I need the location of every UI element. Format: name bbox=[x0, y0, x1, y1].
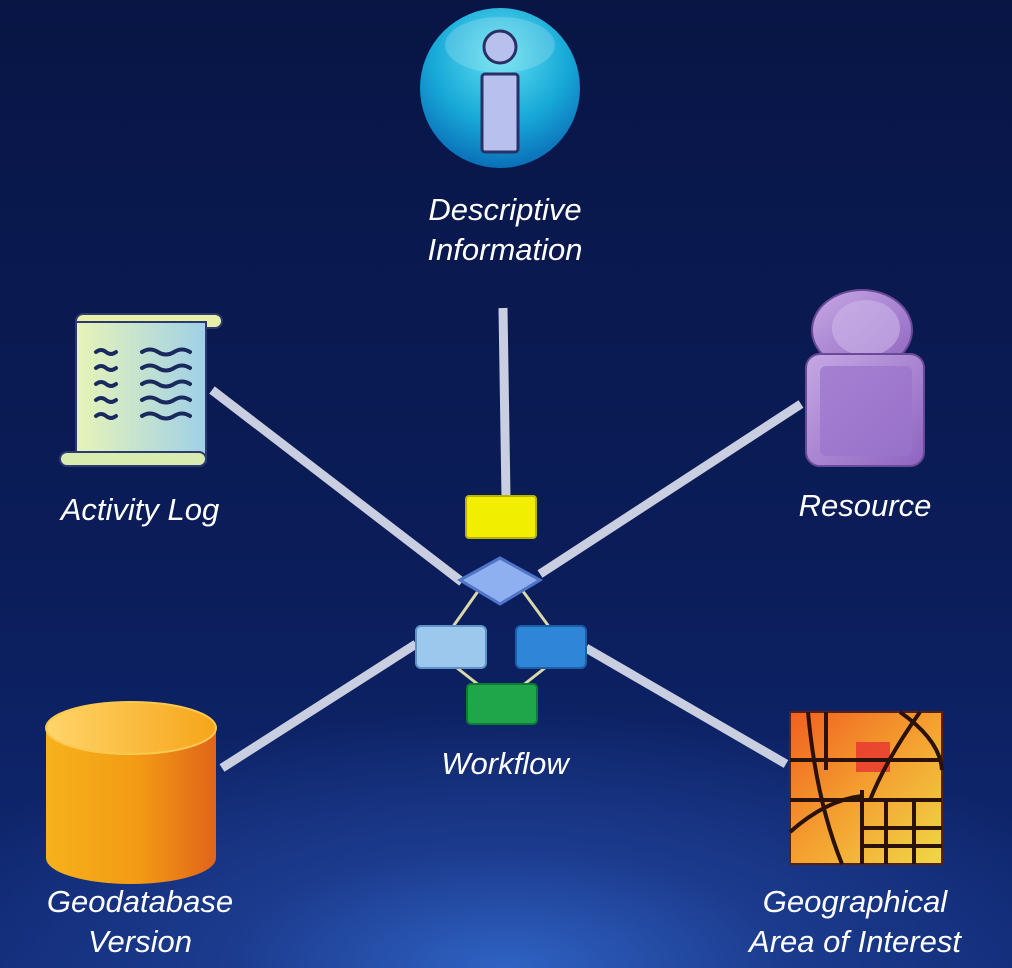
scroll-icon bbox=[59, 313, 223, 467]
label-line: Information bbox=[427, 232, 583, 267]
connector-geographical bbox=[583, 644, 789, 768]
flow-decision-diamond bbox=[456, 556, 544, 606]
flow-end-box bbox=[466, 683, 538, 725]
label-line: Geographical bbox=[762, 884, 948, 919]
label-text: Resource bbox=[798, 488, 932, 523]
connector-descriptive bbox=[498, 307, 511, 499]
workflow-icon bbox=[415, 495, 587, 725]
label-geographical-area: Geographical Area of Interest bbox=[702, 882, 1008, 962]
label-workflow: Workflow bbox=[400, 744, 610, 784]
flow-start-box bbox=[465, 495, 537, 539]
connector-activity bbox=[209, 386, 465, 586]
label-line: Area of Interest bbox=[749, 924, 961, 959]
label-line: Version bbox=[88, 924, 192, 959]
person-icon bbox=[805, 289, 925, 467]
label-line: Geodatabase bbox=[46, 884, 234, 919]
label-resource: Resource bbox=[760, 486, 970, 526]
connector-geodatabase bbox=[219, 640, 419, 772]
info-icon bbox=[420, 8, 580, 168]
map-icon bbox=[788, 710, 944, 865]
label-text: Activity Log bbox=[60, 492, 220, 527]
flow-right-box bbox=[515, 625, 587, 669]
connector-resource bbox=[537, 400, 804, 578]
connector-lines bbox=[209, 307, 804, 772]
flow-left-box bbox=[415, 625, 487, 669]
database-icon bbox=[45, 701, 217, 884]
label-descriptive-information: Descriptive Information bbox=[380, 190, 630, 270]
label-text: Workflow bbox=[441, 746, 569, 781]
label-geodatabase-version: Geodatabase Version bbox=[20, 882, 260, 962]
label-line: Descriptive bbox=[428, 192, 582, 227]
label-activity-log: Activity Log bbox=[20, 490, 260, 530]
